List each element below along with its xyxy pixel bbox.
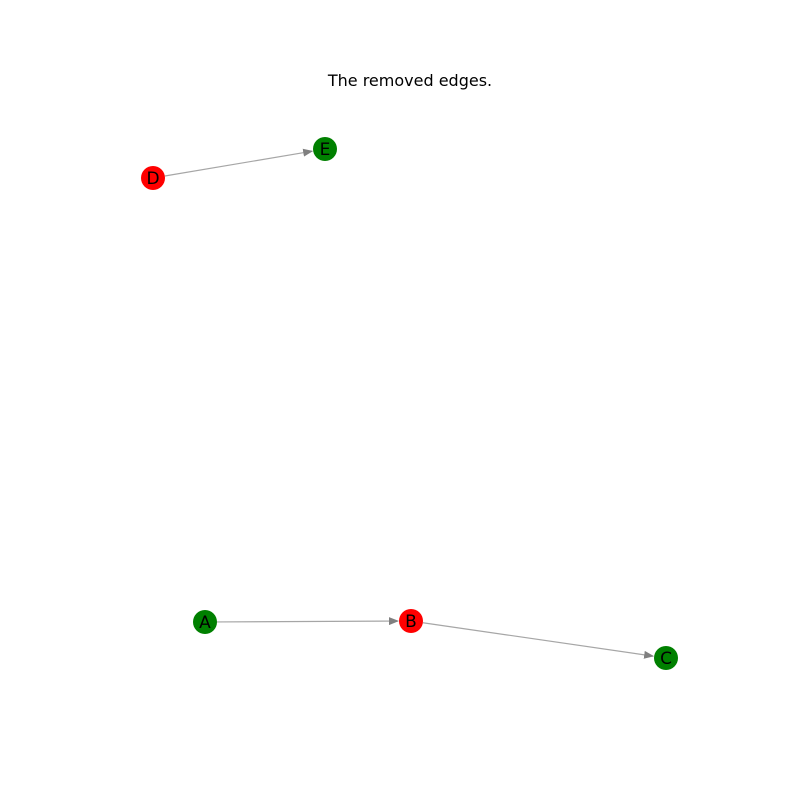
edge-b-c bbox=[422, 622, 655, 659]
node-d-label: D bbox=[146, 169, 159, 189]
node-b: B bbox=[399, 609, 423, 633]
node-d-circle bbox=[141, 166, 165, 190]
edges-layer bbox=[164, 148, 655, 659]
node-b-label: B bbox=[405, 612, 417, 632]
node-a-label: A bbox=[199, 613, 211, 633]
node-c-label: C bbox=[660, 649, 672, 669]
node-e-circle bbox=[313, 137, 337, 161]
nodes-layer: A B C D E bbox=[141, 137, 678, 670]
node-e: E bbox=[313, 137, 337, 161]
node-c: C bbox=[654, 646, 678, 670]
edge-d-e bbox=[164, 148, 314, 177]
node-b-circle bbox=[399, 609, 423, 633]
diagram-title: The removed edges. bbox=[327, 71, 493, 90]
node-a-circle bbox=[193, 610, 217, 634]
node-a: A bbox=[193, 610, 217, 634]
node-e-label: E bbox=[320, 140, 331, 160]
edge-a-b bbox=[216, 617, 400, 626]
node-c-circle bbox=[654, 646, 678, 670]
node-d: D bbox=[141, 166, 165, 190]
